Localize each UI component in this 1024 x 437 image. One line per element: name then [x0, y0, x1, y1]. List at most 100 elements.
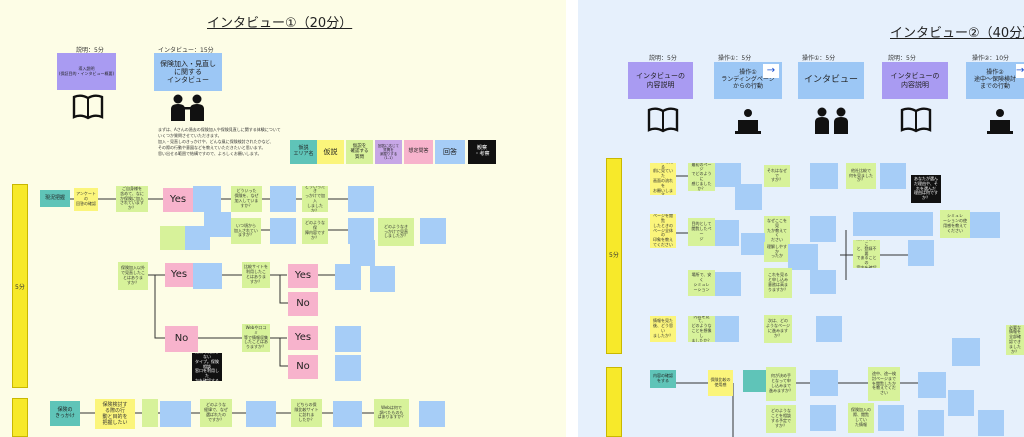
- interview-2-title: インタビュー②（40分）: [890, 26, 1024, 41]
- answer-sticky: [853, 212, 933, 236]
- answer-sticky: [419, 401, 445, 427]
- computer-user-icon: [735, 108, 761, 134]
- note-first-page: 最初のページ でどのように 感じましたか？: [688, 163, 715, 191]
- answer-sticky: [952, 338, 980, 366]
- phase-box-1: インタビューの 内容説明: [628, 62, 693, 99]
- answer-yes-4: Yes: [288, 326, 318, 350]
- answer-sticky: [715, 316, 739, 342]
- answer-sticky: [270, 218, 296, 244]
- answer-sticky: [788, 244, 818, 270]
- note-after-info: 情報を見た 後、どう思い ましたか？: [650, 316, 676, 342]
- note-competitor-compare: 他社比較で 何を見ました か？: [846, 163, 876, 189]
- note-web-research: Webや口コミ 等で情報収集 したことはあ りますか？: [242, 324, 270, 352]
- answer-sticky: [715, 163, 741, 187]
- note-comparison-site: 比較サイトを 利用したこ とはありま すか？: [242, 262, 270, 288]
- note-why: それはなぜで すか？: [764, 165, 790, 187]
- answer-sticky: [978, 410, 1004, 436]
- answer-sticky: [335, 355, 361, 381]
- note-free-guide: 無料であるこ と、登録不要 であることの 案内を確認: [853, 240, 880, 268]
- tag-current-status: 現況把握: [40, 190, 70, 207]
- note-insurance-enrolled: ご自身様を 含めて、なに か保険に加入 されています か？: [116, 186, 148, 212]
- answer-sticky: [335, 326, 361, 352]
- answer-yes-3: Yes: [288, 264, 318, 288]
- answer-sticky: [370, 266, 395, 292]
- panel-divider: [566, 0, 578, 437]
- right-panel: インタビュー②（40分） 説明：5分 操作①：5分 操作①：5分 説明：5分 操…: [578, 0, 1024, 437]
- legend-observation: 観察 ・考察: [468, 140, 496, 164]
- note-which-insurance: どういった 保険を、なぜ 加入していま すか？: [231, 186, 262, 212]
- answer-sticky: [908, 240, 934, 266]
- answer-sticky: [880, 163, 906, 189]
- answer-no-2: No: [288, 355, 318, 379]
- note-which-site: どちらの保 険比較サイト に訪れま したか？: [291, 399, 322, 427]
- answer-sticky: [193, 186, 221, 212]
- note-trigger: どういったき っかけで加入 しましたか？: [302, 186, 328, 212]
- answer-sticky: [270, 186, 296, 212]
- note-how-chosen: どのような 経緯で、なぜ 選ばれたの ですか？: [200, 399, 232, 427]
- tag-application: [743, 370, 769, 392]
- legend-deep-dive: 回答に応じて 質問を 深掘りする （1-1）: [375, 140, 402, 164]
- answer-sticky: [970, 212, 1000, 238]
- legend-area-name: 仮説 エリア名: [290, 140, 317, 164]
- explain-label: 説明：5分: [76, 47, 104, 54]
- note-comparison-usage: 保険比較の 使用感: [708, 370, 733, 396]
- note-hypothesis-behavior: 保険検討す る際の行 動と目的を 把握したい: [95, 399, 135, 429]
- answer-sticky: [193, 263, 222, 289]
- note-easy-understand: 理解しやすか ったか: [764, 242, 790, 262]
- answer-sticky: [715, 220, 739, 246]
- book-icon: [900, 106, 932, 134]
- phase-label-3: 操作①：5分: [802, 55, 836, 62]
- note-small: [160, 226, 185, 250]
- answer-sticky: [715, 272, 741, 296]
- note-page-before: ページを見る 前に見ていた 画面の流れを お願いします: [650, 163, 676, 195]
- observation-note: あなたが選ん だ理由や、そ れを選んだ 理由は何です か？: [911, 175, 941, 203]
- phase-box-3: インタビュー: [798, 62, 864, 99]
- answer-sticky: [810, 370, 838, 396]
- interview-box: 保険加入・見直し に関する インタビュー: [154, 53, 222, 91]
- answer-sticky: [350, 240, 375, 266]
- tag-content-check: 内容の確認 をする: [650, 370, 676, 388]
- answer-sticky: [735, 184, 762, 210]
- note-small: [142, 399, 158, 427]
- answer-sticky: [810, 270, 836, 294]
- time-bar-label: 5分: [15, 284, 25, 291]
- phase-label-1: 説明：5分: [649, 55, 677, 62]
- answer-sticky: [246, 401, 276, 427]
- note-review-trigger: どのようなき っかけで見直 しましたか？: [378, 218, 414, 246]
- note-page-impression: ページを閲覧 したときの ページ全体の 印象を教え てください: [650, 214, 676, 248]
- note-midway-pages: 途中、途〜検 討ページまで を閲覧したか を教えてくだ さい: [868, 367, 900, 401]
- time-bar: [606, 158, 622, 354]
- phase-label-5: 操作②：10分: [972, 55, 1010, 62]
- note-necessary-info: 必要な情報を 全部確認でき ましたか？: [1006, 325, 1024, 355]
- answer-sticky: [741, 233, 765, 255]
- note-other-review: 保険加入以外 で見直したこ とはありま すか？: [118, 262, 148, 290]
- note-consultation: どのような ことを相談 する予定で すか？: [766, 405, 796, 433]
- book-icon: [72, 93, 104, 121]
- answer-sticky: [918, 410, 944, 436]
- legend-check-question: 仮説を 確認する 質問: [346, 140, 373, 164]
- time-bar: [12, 184, 28, 388]
- people-talking-icon: [168, 93, 208, 123]
- answer-sticky: [183, 226, 210, 250]
- flow-connectors: [70, 198, 374, 414]
- note-why-here: なぜここを見 たか教えてく ださい: [764, 216, 790, 246]
- interview-1-title: インタビュー①（20分）: [207, 16, 353, 31]
- explain-box: 導入説明 (保証目的・インタビュー概要): [57, 53, 116, 90]
- note-simulate-cheap: 場所で、安く シミュレ ーション: [688, 270, 715, 296]
- note-simulation-usage: シミュレ ーションの使 用感を教えて ください: [940, 210, 970, 238]
- phase-label-4: 説明：5分: [888, 55, 916, 62]
- note-next-page: 次は、どの ようなページ に進みますか？: [764, 315, 792, 343]
- note-insurance-info: 保険加入の 際、閲覧 してい た情報: [848, 403, 874, 433]
- time-bar-label: 5分: [609, 252, 619, 259]
- answer-no-1: No: [288, 292, 318, 316]
- answer-sticky: [348, 218, 374, 244]
- note-deciding-factor: 何が決め手 となって申 し込みまで 進みますか？: [766, 367, 796, 401]
- legend-expected-qa: 想定問答: [404, 140, 433, 164]
- answer-yes-2: Yes: [165, 263, 193, 287]
- answer-sticky: [878, 405, 904, 431]
- note-web-search: Webは何で 調べたものも はありますか？: [374, 399, 409, 427]
- note-since-when: いつ頃から 加入されてい ますか？: [231, 218, 261, 244]
- answer-sticky: [948, 390, 974, 416]
- answer-sticky: [810, 405, 836, 431]
- answer-sticky: [160, 401, 191, 427]
